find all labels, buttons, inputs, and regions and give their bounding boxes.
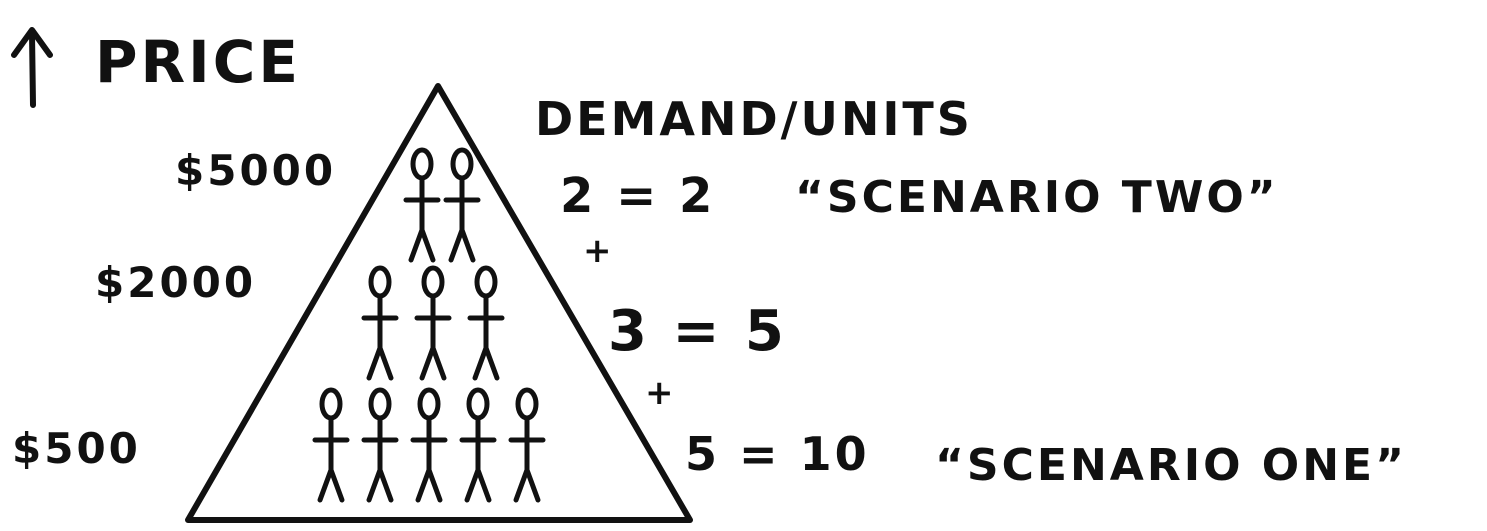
tier-price-label: $500 <box>12 424 141 473</box>
stick-figure-icon <box>508 387 546 503</box>
stick-figure-icon <box>459 387 497 503</box>
scenario-note: “SCENARIO TWO” <box>795 172 1279 223</box>
stick-figure-icon <box>410 387 448 503</box>
up-arrow-icon <box>11 27 53 108</box>
stick-figure-icon <box>361 265 399 381</box>
tier-units-equation: 5 = 10 <box>685 427 870 481</box>
stick-figure-icon <box>361 387 399 503</box>
tier-price-label: $2000 <box>95 258 256 307</box>
pyramid-triangle <box>185 83 693 523</box>
tier-units-equation: 3 = 5 <box>608 299 787 364</box>
plus-sign: + <box>645 373 677 413</box>
demand-units-header: DEMAND/UNITS <box>535 92 973 146</box>
stick-figure-icon <box>467 265 505 381</box>
price-axis-label: PRICE <box>95 28 301 96</box>
tier-price-label: $5000 <box>175 146 336 195</box>
stick-figure-icon <box>414 265 452 381</box>
stick-figures <box>312 147 546 503</box>
scenario-note: “SCENARIO ONE” <box>935 440 1407 491</box>
tier-units-equation: 2 = 2 <box>560 168 715 224</box>
stick-figure-icon <box>403 147 441 263</box>
stick-figure-icon <box>312 387 350 503</box>
stick-figure-icon <box>443 147 481 263</box>
plus-sign: + <box>583 231 615 271</box>
